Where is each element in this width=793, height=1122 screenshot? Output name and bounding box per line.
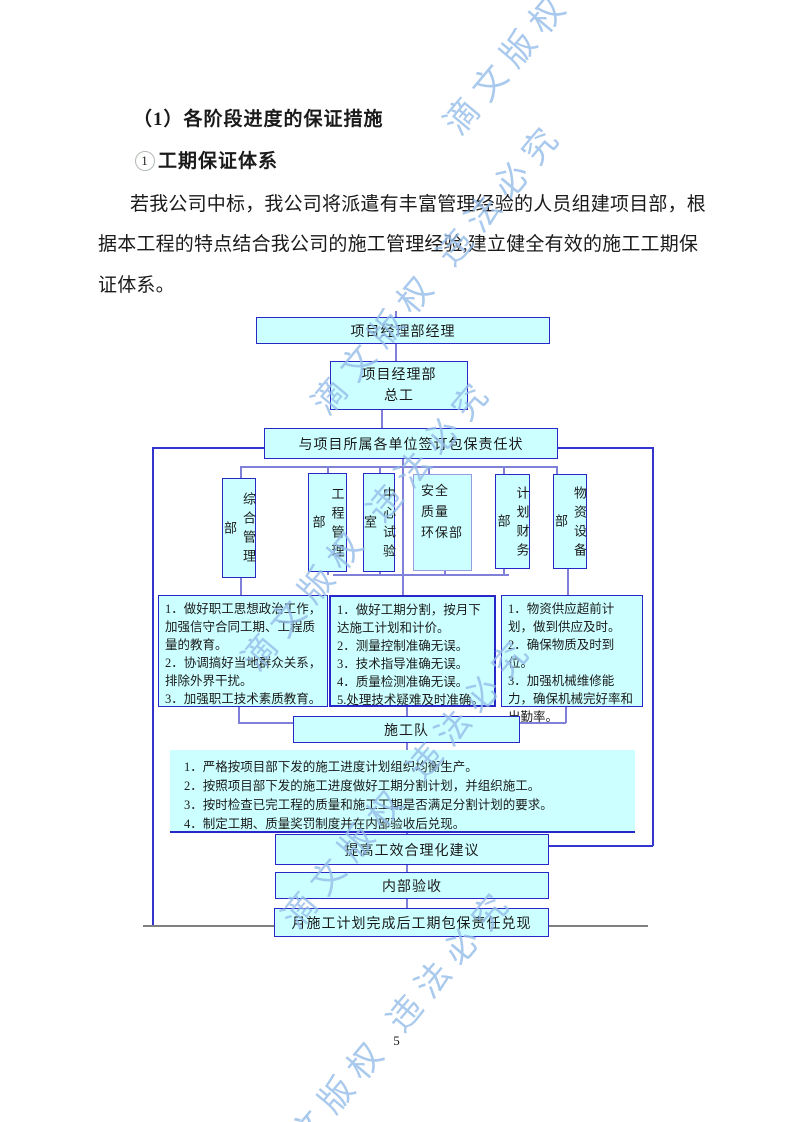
- connector: [406, 865, 408, 873]
- connector: [240, 466, 558, 468]
- connector: [406, 898, 408, 908]
- desc-item: 5.处理技术疑难及时准确。: [337, 693, 484, 707]
- connector: [395, 311, 397, 317]
- paragraph-line: 证体系。: [98, 275, 175, 296]
- connector: [395, 343, 397, 361]
- dept-box-central-lab: 中心试验室: [362, 473, 396, 572]
- page-number: 5: [393, 1033, 400, 1048]
- connector: [238, 707, 240, 723]
- connector: [327, 466, 329, 474]
- connector: [379, 466, 381, 474]
- connector: [333, 574, 509, 576]
- desc-item: 1．物资供应超前计划，做到供应及时。: [508, 602, 621, 634]
- desc-item: 2．协调搞好当地群众关系，排除外界干扰。: [165, 656, 322, 688]
- desc-item: 4．质量检测准确无误。: [337, 675, 469, 689]
- flow-box-monthly-fulfillment: 月施工计划完成后工期包保责任兑现: [274, 908, 549, 937]
- chief-line2: 总工: [384, 388, 414, 404]
- connector: [444, 570, 446, 575]
- sub-heading-label: 工期保证体系: [158, 151, 279, 172]
- task-item: 3．按时检查已完工程的质量和施工工期是否满足分割计划的要求。: [184, 798, 553, 812]
- chief-line1: 项目经理部: [361, 367, 437, 383]
- dept-box-general-management: 综合管理部: [222, 478, 256, 578]
- connector: [402, 458, 404, 595]
- connector: [565, 706, 567, 723]
- desc-item: 3．加强职工技术素质教育。: [165, 692, 322, 706]
- dept-box-safety-quality-environment: 安全 质量 环保部: [413, 474, 472, 571]
- safety-line: 安全: [421, 483, 450, 498]
- connector: [327, 571, 329, 575]
- paragraph-line: 若我公司中标，我公司将派遣有丰富管理经验的人员组建项目部，根: [130, 194, 707, 215]
- flow-box-efficiency-suggestion: 提高工效合理化建议: [275, 834, 549, 865]
- desc-box-engineering: 1．做好工期分割，按月下达施工计划和计价。 2．测量控制准确无误。 3．技术指导…: [329, 595, 496, 707]
- task-item: 2．按照项目部下发的施工进度做好工期分割计划，并组织施工。: [184, 779, 541, 793]
- desc-item: 2．测量控制准确无误。: [337, 639, 469, 653]
- flow-box-responsibility: 与项目所属各单位签订包保责任状: [264, 428, 558, 459]
- connector: [652, 447, 654, 846]
- desc-item: 1．做好工期分割，按月下达施工计划和计价。: [337, 603, 481, 635]
- flow-box-construction-team: 施工队: [293, 716, 520, 743]
- circled-number: 1: [135, 151, 155, 171]
- connector: [379, 571, 381, 575]
- connector: [520, 722, 566, 724]
- safety-line: 环保部: [421, 525, 464, 540]
- flow-box-chief-engineer: 项目经理部 总工: [330, 361, 468, 410]
- desc-box-general: 1．做好职工思想政治工作，加强信守合同工期、工程质量的教育。 2．协调搞好当地群…: [158, 595, 328, 707]
- connector: [152, 447, 154, 925]
- connector: [503, 466, 505, 474]
- watermark-text: 滴文版权 违法必究: [430, 0, 706, 143]
- desc-item: 2．确保物质及时到位。: [508, 638, 615, 670]
- connector: [549, 845, 653, 847]
- flow-box-internal-acceptance: 内部验收: [275, 872, 549, 899]
- safety-line: 质量: [421, 504, 450, 519]
- task-item: 4．制定工期、质量奖罚制度并在内部验收后兑现。: [184, 817, 466, 831]
- section-heading: （1）各阶段进度的保证措施: [133, 109, 384, 130]
- connector: [238, 722, 294, 724]
- desc-box-material: 1．物资供应超前计划，做到供应及时。 2．确保物质及时到位。 3．加强机械维修能…: [501, 595, 643, 724]
- paragraph-line: 据本工程的特点结合我公司的施工管理经验,建立健全有效的施工工期保: [98, 234, 699, 255]
- connector: [428, 466, 430, 475]
- dept-box-engineering-management: 工程管理部: [308, 473, 347, 572]
- connector: [152, 447, 265, 449]
- connector: [567, 568, 569, 595]
- connector: [406, 743, 408, 751]
- desc-item: 1．做好职工思想政治工作，加强信守合同工期、工程质量的教育。: [165, 602, 322, 652]
- connector: [557, 447, 653, 449]
- connector: [503, 568, 505, 575]
- task-item: 1．严格按项目部下发的施工进度计划组织均衡生产。: [184, 760, 478, 774]
- connector: [240, 466, 242, 478]
- connector: [406, 707, 408, 716]
- connector: [240, 577, 242, 595]
- connector: [556, 466, 558, 475]
- team-tasks-box: 1．严格按项目部下发的施工进度计划组织均衡生产。 2．按照项目部下发的施工进度做…: [170, 750, 635, 833]
- dept-box-planning-finance: 计划财务部: [495, 474, 530, 569]
- desc-item: 3．技术指导准确无误。: [337, 657, 469, 671]
- desc-item: 3．加强机械维修能力，确保机械完好率和出勤率。: [508, 674, 634, 724]
- connector: [381, 410, 383, 428]
- dept-box-material-equipment: 物资设备部: [553, 474, 587, 569]
- flow-box-project-manager: 项目经理部经理: [256, 317, 550, 344]
